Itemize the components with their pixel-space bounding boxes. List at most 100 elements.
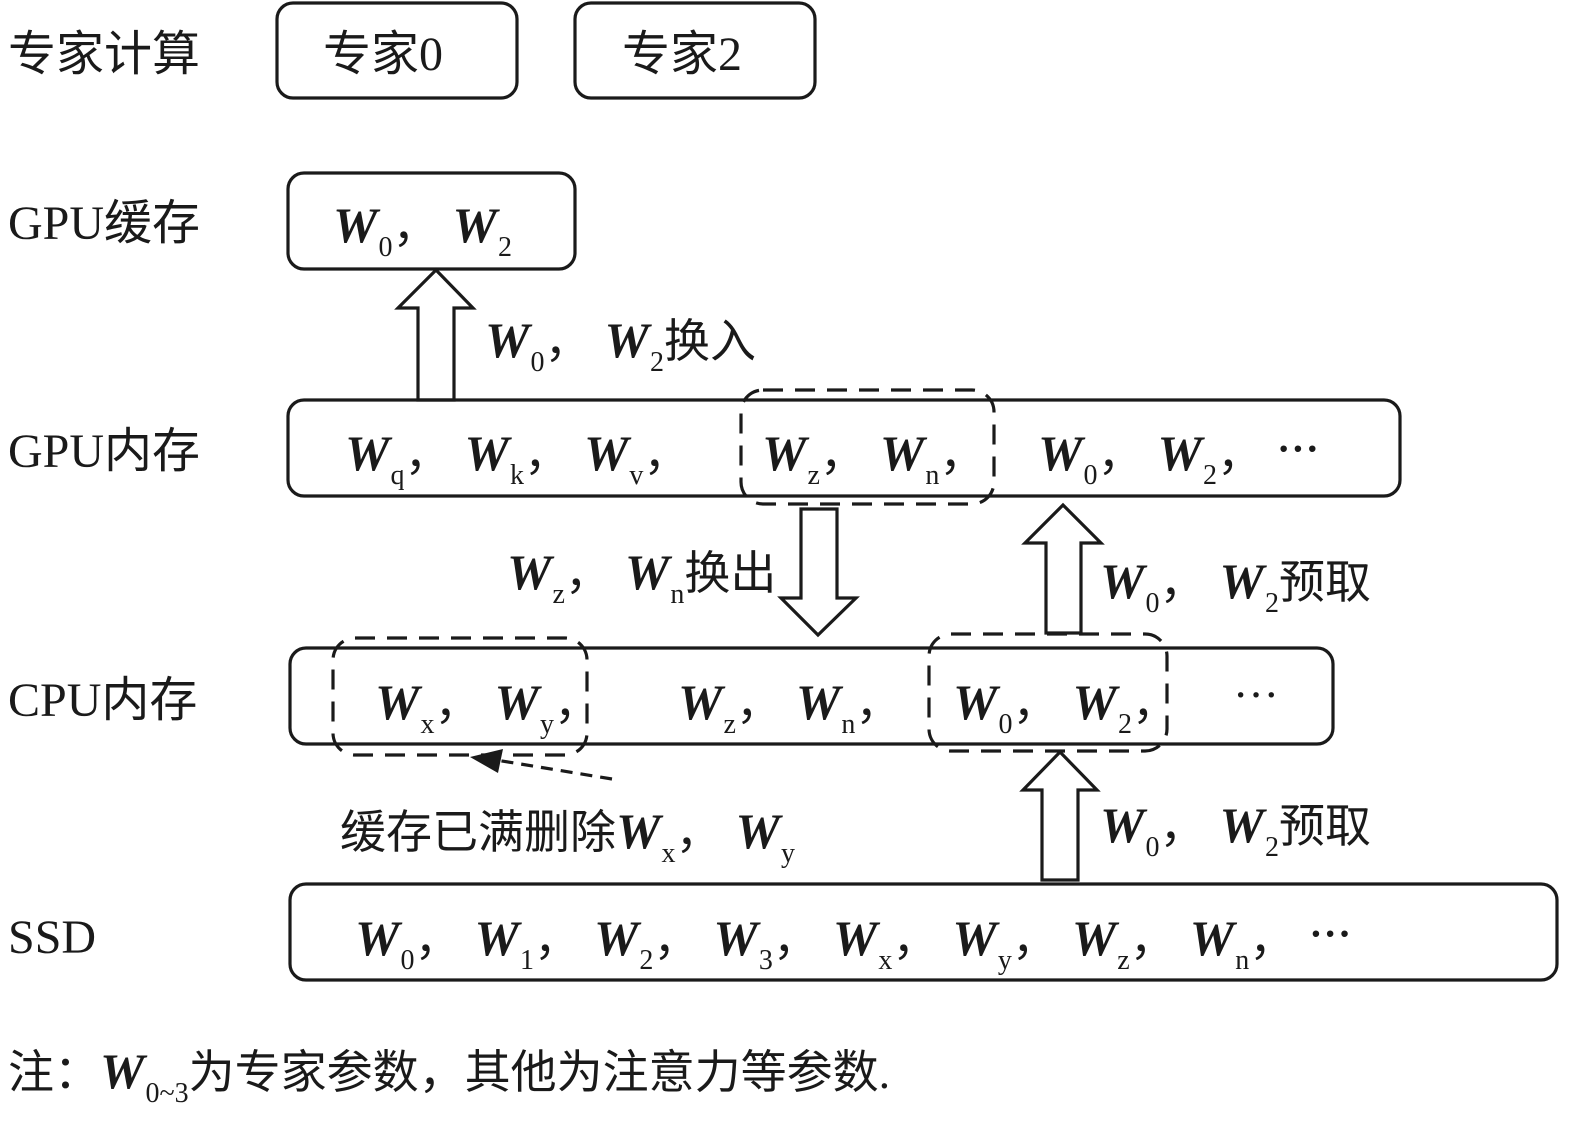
- separator: ，: [1216, 429, 1263, 480]
- weight-subscript: z: [1117, 945, 1130, 976]
- weight-subscript: 0: [400, 945, 415, 976]
- weight-symbol: W: [485, 312, 530, 368]
- weight-term: Wz，: [1072, 913, 1176, 975]
- cpu-memory-prefetch-group-highlight: [927, 632, 1169, 753]
- weight-subscript: n: [841, 709, 856, 740]
- weight-symbol: W: [474, 910, 519, 966]
- footnote-subscript: 0~3: [145, 1078, 189, 1109]
- cpu-memory-group-prefetched: W0，W2，: [953, 677, 1192, 739]
- weight-symbol: W: [832, 910, 878, 966]
- separator: ，: [1159, 801, 1206, 852]
- swap-out-label: Wz，Wn换出: [507, 547, 776, 609]
- weight-symbol: W: [494, 674, 539, 730]
- separator: ，: [1012, 678, 1059, 729]
- cpu-memory-ellipsis: ···: [1233, 669, 1279, 720]
- separator: ，: [392, 201, 439, 252]
- separator: ，: [1129, 914, 1176, 965]
- separator: ，: [533, 914, 580, 965]
- separator: ，: [1249, 914, 1296, 965]
- weight-symbol: W: [1219, 553, 1264, 609]
- weight-subscript: x: [878, 945, 893, 976]
- footnote-symbol: W: [100, 1043, 145, 1099]
- weight-subscript: z: [723, 709, 736, 740]
- weight-symbol: W: [952, 910, 997, 966]
- separator: ，: [404, 429, 451, 480]
- separator: ，: [819, 429, 866, 480]
- ellipsis: ···: [1309, 911, 1353, 956]
- weight-symbol: W: [355, 910, 400, 966]
- separator: ，: [939, 429, 986, 480]
- ssd-contents: W0，W1，W2，W3，Wx，Wy，Wz，Wn，···: [355, 913, 1352, 975]
- weight-symbol: W: [1100, 553, 1145, 609]
- separator: ，: [1131, 678, 1178, 729]
- arrow-action-text: 预取: [1278, 801, 1371, 852]
- cpu-memory-evict-group-highlight: [331, 636, 589, 757]
- weight-subscript: 0: [530, 347, 545, 378]
- weight-symbol: W: [604, 312, 649, 368]
- gpu-memory-group-experts: W0，W2，···: [1038, 428, 1320, 490]
- row-label-gpu-memory: GPU内存: [8, 425, 201, 478]
- weight-subscript: k: [509, 460, 524, 491]
- swap-out-arrow: [777, 507, 860, 638]
- expert-0-label: 专家0: [323, 28, 444, 81]
- weight-term: W0，: [1038, 428, 1143, 490]
- cpu-memory-box: [288, 646, 1335, 746]
- weight-symbol: W: [1071, 910, 1117, 966]
- separator: ，: [735, 678, 782, 729]
- footnote: 注：W0~3为专家参数，其他为注意力等参数.: [8, 1046, 890, 1108]
- weight-term: W0，: [953, 677, 1058, 739]
- cpu-memory-group-evicted: Wx，Wy，: [375, 677, 614, 739]
- expert-0-box: [275, 1, 519, 100]
- weight-symbol: W: [735, 803, 780, 859]
- separator: ，: [675, 807, 722, 858]
- separator: ，: [653, 914, 700, 965]
- weight-subscript: y: [997, 945, 1012, 976]
- weight-subscript: q: [390, 460, 405, 491]
- weight-subscript: 2: [649, 347, 664, 378]
- weight-subscript: 3: [758, 945, 773, 976]
- weight-symbol: W: [1189, 910, 1235, 966]
- weight-subscript: 2: [1202, 460, 1217, 491]
- separator: ，: [564, 548, 611, 599]
- prefetch-to-cpu-label: W0，W2预取: [1100, 800, 1371, 862]
- weight-symbol: W: [375, 674, 420, 730]
- weight-subscript: n: [925, 460, 940, 491]
- weight-term: Wx，: [375, 677, 480, 739]
- weight-term: Wy，: [494, 677, 599, 739]
- separator: ，: [643, 429, 690, 480]
- weight-subscript: y: [780, 838, 795, 869]
- weight-term: W1，: [474, 913, 579, 975]
- weight-symbol: W: [452, 197, 497, 253]
- weight-subscript: 0: [1083, 460, 1098, 491]
- separator: ，: [553, 678, 600, 729]
- weight-symbol: W: [345, 425, 390, 481]
- weight-term: W0，: [333, 200, 438, 262]
- weight-symbol: W: [333, 197, 378, 253]
- separator: ，: [772, 914, 819, 965]
- weight-subscript: v: [629, 460, 644, 491]
- weight-subscript: 0: [378, 232, 393, 263]
- weight-subscript: 2: [1117, 709, 1132, 740]
- prefetch-to-cpu-arrow: [1019, 749, 1101, 882]
- row-label-cpu-memory: CPU内存: [8, 674, 198, 727]
- weight-term: Wn，: [796, 677, 901, 739]
- weight-subscript: 1: [519, 945, 534, 976]
- cpu-memory-group-swapped: Wz，Wn，: [678, 677, 915, 739]
- ssd-box: [288, 882, 1559, 982]
- evict-arrow-head: [470, 749, 503, 773]
- evict-text: 缓存已满删除: [340, 807, 616, 858]
- swap-in-arrow: [394, 267, 477, 402]
- weight-subscript: n: [670, 579, 685, 610]
- prefetch-to-gpu-arrow: [1021, 502, 1105, 635]
- weight-symbol: W: [464, 425, 509, 481]
- weight-symbol: W: [953, 674, 998, 730]
- weight-symbol: W: [762, 425, 807, 481]
- weight-symbol: W: [879, 425, 925, 481]
- expert-2-label: 专家2: [622, 28, 743, 81]
- weight-subscript: 0: [1145, 832, 1160, 863]
- separator: ，: [523, 429, 570, 480]
- separator: ，: [1011, 914, 1058, 965]
- weight-symbol: W: [1100, 797, 1145, 853]
- weight-term: Wn，: [1190, 913, 1295, 975]
- arrow-action-text: 换出: [684, 548, 777, 599]
